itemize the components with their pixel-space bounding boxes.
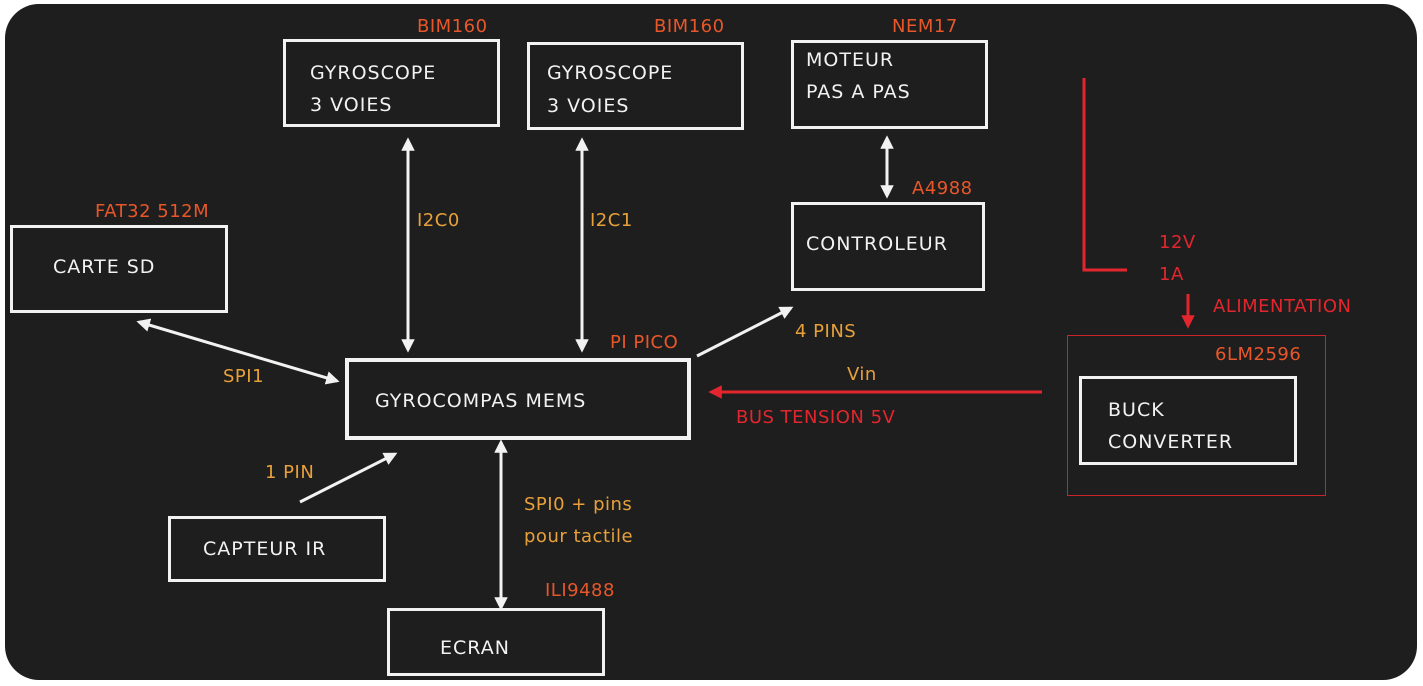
motor-line1: MOTEUR bbox=[806, 49, 895, 71]
sd-card-part: FAT32 512M bbox=[95, 201, 210, 222]
gyroscope-2-line2: 3 VOIES bbox=[547, 95, 630, 117]
ir-link-label: 1 PIN bbox=[265, 462, 315, 483]
gyrocompas-main-box: GYROCOMPAS MEMS bbox=[345, 358, 691, 440]
screen-part: ILI9488 bbox=[545, 580, 615, 601]
screen-link-line1: SPI0 + pins bbox=[524, 494, 633, 515]
gyroscope-1-line2: 3 VOIES bbox=[310, 94, 393, 116]
motor-line2: PAS A PAS bbox=[806, 81, 911, 103]
motor-box: MOTEUR PAS A PAS bbox=[791, 40, 988, 129]
screen-link-line2: pour tactile bbox=[524, 526, 634, 547]
controller-link bbox=[696, 306, 794, 358]
sd-card-label: CARTE SD bbox=[53, 256, 156, 278]
ir-link bbox=[299, 452, 398, 504]
ir-sensor-box: CAPTEUR IR bbox=[168, 516, 386, 582]
power-current: 1A bbox=[1159, 264, 1184, 285]
gyroscope-1-line1: GYROSCOPE bbox=[310, 62, 437, 84]
screen-label: ECRAN bbox=[440, 637, 510, 659]
screen-box: ECRAN bbox=[387, 608, 605, 676]
gyroscope-1-part: BIM160 bbox=[417, 16, 488, 37]
power-input-line bbox=[1082, 78, 1127, 272]
ir-sensor-label: CAPTEUR IR bbox=[203, 538, 327, 560]
gyrocompas-label: GYROCOMPAS MEMS bbox=[375, 390, 587, 412]
connections-layer bbox=[136, 78, 1195, 611]
buck-converter-frame bbox=[1067, 335, 1326, 496]
controller-label: CONTROLEUR bbox=[806, 233, 948, 255]
gyroscope-2-box: GYROSCOPE 3 VOIES bbox=[527, 42, 744, 130]
controller-link-label: 4 PINS bbox=[795, 321, 857, 342]
gyroscope-2-part: BIM160 bbox=[654, 16, 725, 37]
diagram-canvas: GYROSCOPE 3 VOIES BIM160 I2C0 GYROSCOPE … bbox=[5, 4, 1417, 680]
buck-converter-box: BUCK CONVERTER bbox=[1079, 376, 1297, 465]
spi1-link bbox=[136, 318, 340, 385]
pi-pico-label: PI PICO bbox=[610, 332, 679, 353]
vin-label: Vin bbox=[847, 364, 877, 385]
5v-bus-label: BUS TENSION 5V bbox=[736, 407, 896, 428]
power-voltage: 12V bbox=[1159, 232, 1196, 253]
power-supply-label: ALIMENTATION bbox=[1213, 296, 1352, 317]
spi1-label: SPI1 bbox=[223, 366, 265, 387]
controller-box: CONTROLEUR bbox=[791, 202, 985, 291]
i2c0-label: I2C0 bbox=[417, 210, 460, 231]
i2c1-label: I2C1 bbox=[590, 210, 633, 231]
controller-part: A4988 bbox=[912, 178, 973, 199]
buck-converter-line2: CONVERTER bbox=[1108, 431, 1234, 453]
buck-converter-part: 6LM2596 bbox=[1215, 344, 1302, 365]
sd-card-box: CARTE SD bbox=[10, 225, 228, 313]
gyroscope-1-box: GYROSCOPE 3 VOIES bbox=[283, 39, 500, 127]
gyroscope-2-line1: GYROSCOPE bbox=[547, 62, 674, 84]
motor-part: NEM17 bbox=[892, 16, 958, 37]
buck-converter-line1: BUCK bbox=[1108, 399, 1165, 421]
